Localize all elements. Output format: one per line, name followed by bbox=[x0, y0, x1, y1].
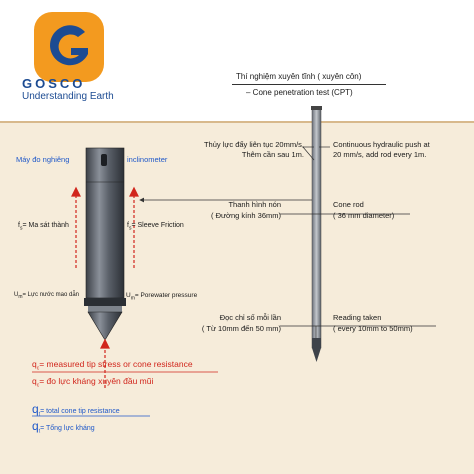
push-note-en-1: Continuous hydraulic push at bbox=[333, 140, 430, 149]
cone-note-en-1: Cone rod bbox=[333, 200, 364, 209]
push-note-en-2: 20 mm/s, add rod every 1m. bbox=[333, 150, 427, 159]
fs-subscript: s bbox=[19, 225, 23, 232]
porewater-label-en: Um= Porewater pressure bbox=[126, 292, 197, 301]
u-vi-text: = Lực nước mao dẫn bbox=[22, 292, 80, 298]
reading-note-en-1: Reading taken bbox=[333, 313, 382, 322]
cone-note-en-2: ( 36 mm diameter) bbox=[333, 211, 395, 220]
legend-qt-vi: qt= Tổng lực kháng bbox=[32, 419, 95, 434]
u-symbol: U bbox=[14, 292, 19, 298]
fs-subscript-en: s bbox=[128, 225, 132, 232]
reading-note-vi-1: Đọc chỉ số mỗi lần bbox=[219, 313, 281, 322]
ground-surface bbox=[0, 121, 474, 123]
legend-qt-en: qt= total cone tip resistance bbox=[32, 402, 120, 417]
qc-en-text: = measured tip stress or cone resistance bbox=[39, 359, 193, 369]
fs-vi-text: = Ma sát thành bbox=[22, 222, 69, 229]
legend-qc-vi: qc= đo lực kháng xuyên đầu mũi bbox=[32, 376, 153, 389]
inclinometer-label-vi: Máy đo nghiêng bbox=[16, 155, 70, 164]
qt-subscript: t bbox=[38, 411, 41, 418]
qt-en-text: = total cone tip resistance bbox=[40, 408, 120, 415]
qc-subscript: c bbox=[36, 365, 40, 372]
title-divider bbox=[232, 84, 386, 85]
qc-subscript-vi: c bbox=[36, 382, 40, 389]
push-note-vi-2: Thêm cần sau 1m. bbox=[241, 150, 304, 159]
cone-note-vi-1: Thanh hình nón bbox=[228, 200, 281, 209]
u-en-text: = Porewater pressure bbox=[134, 292, 198, 299]
leader-lines bbox=[280, 146, 436, 338]
reading-note-en-2: ( every 10mm to 50mm) bbox=[333, 324, 413, 333]
fs-en-text: = Sleeve Friction bbox=[131, 222, 184, 229]
sleeve-friction-label-vi: fs= Ma sát thành bbox=[18, 222, 69, 231]
qc-symbol-vi: q bbox=[32, 376, 37, 386]
fs-symbol: f bbox=[18, 222, 20, 229]
gosco-logo-icon bbox=[34, 12, 104, 82]
qc-vi-text: = đo lực kháng xuyên đầu mũi bbox=[39, 376, 154, 386]
qt-subscript-vi: t bbox=[38, 428, 41, 435]
legend-lines bbox=[32, 371, 218, 417]
cpt-probe bbox=[84, 147, 126, 341]
sleeve-friction-label-en: fs= Sleeve Friction bbox=[127, 222, 184, 231]
cone-note-vi-2: ( Đường kính 36mm) bbox=[211, 211, 281, 220]
title-vi: Thí nghiệm xuyên tĩnh ( xuyên côn) bbox=[236, 72, 362, 81]
u-symbol-en: U bbox=[126, 292, 131, 299]
inclinometer-label-en: inclinometer bbox=[127, 155, 168, 164]
qt-symbol: q bbox=[32, 402, 39, 416]
brand-tagline: Understanding Earth bbox=[22, 91, 114, 102]
cone-rod bbox=[311, 106, 322, 362]
qc-symbol: q bbox=[32, 359, 37, 369]
brand-name: GOSCO bbox=[22, 76, 86, 91]
u-subscript: m bbox=[18, 294, 23, 301]
qt-symbol-vi: q bbox=[32, 419, 39, 433]
fs-symbol-en: f bbox=[127, 222, 129, 229]
reading-note-vi-2: ( Từ 10mm đến 50 mm) bbox=[201, 324, 281, 333]
qt-vi-text: = Tổng lực kháng bbox=[40, 425, 95, 432]
friction-arrows bbox=[71, 186, 139, 388]
porewater-label-vi: Um= Lực nước mao dẫn bbox=[14, 292, 79, 300]
push-note-vi-1: Thủy lực đẩy liên tục 20mm/s, bbox=[203, 140, 304, 149]
legend-qc-en: qc= measured tip stress or cone resistan… bbox=[32, 359, 193, 372]
title-en: – Cone penetration test (CPT) bbox=[246, 88, 353, 97]
u-subscript-en: m bbox=[130, 295, 135, 302]
